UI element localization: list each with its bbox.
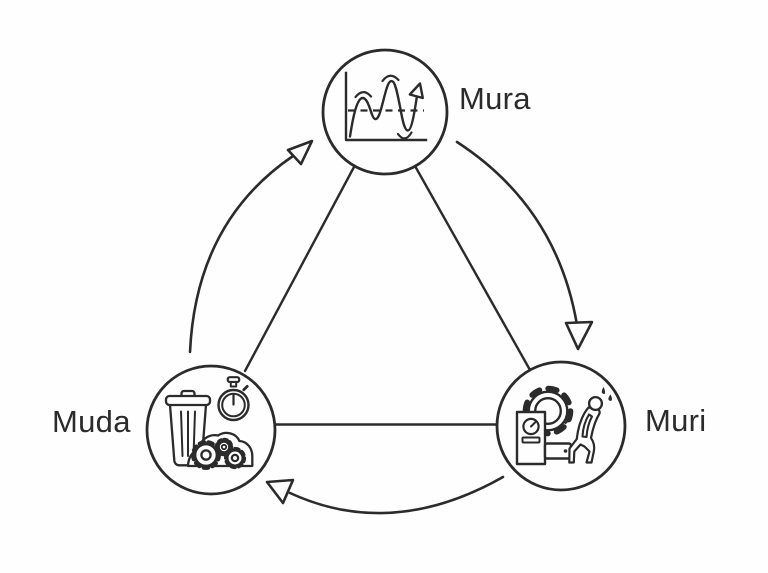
- wave-arrowhead: [408, 82, 424, 100]
- gear-medium-hole: [230, 453, 240, 463]
- gear-small-hole: [220, 443, 228, 451]
- trash-lid: [164, 394, 212, 407]
- arrowhead-mura-to-muri: [564, 320, 594, 351]
- edge-mura-muri: [413, 164, 532, 372]
- arrowhead-muda-to-mura: [286, 139, 314, 166]
- trough-accent: [396, 131, 413, 140]
- gauge-needle: [530, 420, 537, 428]
- trash-stopwatch-gears-icon: [164, 376, 254, 471]
- node-label-muda: Muda: [52, 404, 131, 439]
- sweat-drop-1: [601, 387, 606, 394]
- arrow-muri-to-muda: [288, 475, 505, 515]
- trash-handle: [180, 389, 196, 398]
- stopwatch-stem: [229, 381, 238, 388]
- gear-medium-body: [226, 449, 244, 467]
- chart-axes: [344, 71, 428, 142]
- gear-large-hole: [200, 449, 212, 461]
- wave-line: [348, 79, 418, 138]
- gear-motion-tick: [564, 417, 571, 424]
- triangle-connectors: [243, 164, 532, 426]
- gear-small-body: [216, 439, 232, 455]
- machine-exhausted-worker-icon: [515, 385, 612, 466]
- node-label-mura: Mura: [459, 81, 531, 116]
- stopwatch-inner: [221, 392, 246, 418]
- gear-medium-teeth: [223, 446, 247, 470]
- fluctuation-wave-chart-icon: [344, 71, 428, 142]
- cycle-arrows: [188, 139, 594, 515]
- node-label-muri: Muri: [645, 403, 707, 438]
- machine-slot: [521, 436, 541, 444]
- arrow-muda-to-mura: [188, 154, 295, 354]
- node-circle-muda: [145, 364, 277, 496]
- gear-large-teeth: [190, 440, 221, 471]
- edge-mura-muda: [243, 165, 356, 373]
- worker-arm: [581, 413, 594, 439]
- worker-head: [587, 395, 604, 412]
- sweat-drop-2: [608, 394, 612, 401]
- node-circle-mura: [321, 48, 449, 176]
- drawer-knob: [563, 449, 568, 453]
- stopwatch-crown: [242, 385, 249, 392]
- peak-accent-2: [381, 74, 400, 83]
- arrow-mura-to-muri: [455, 140, 579, 327]
- peak-accent-1: [354, 91, 373, 99]
- arrowhead-muri-to-muda: [265, 478, 295, 505]
- gear-large-body: [194, 443, 218, 467]
